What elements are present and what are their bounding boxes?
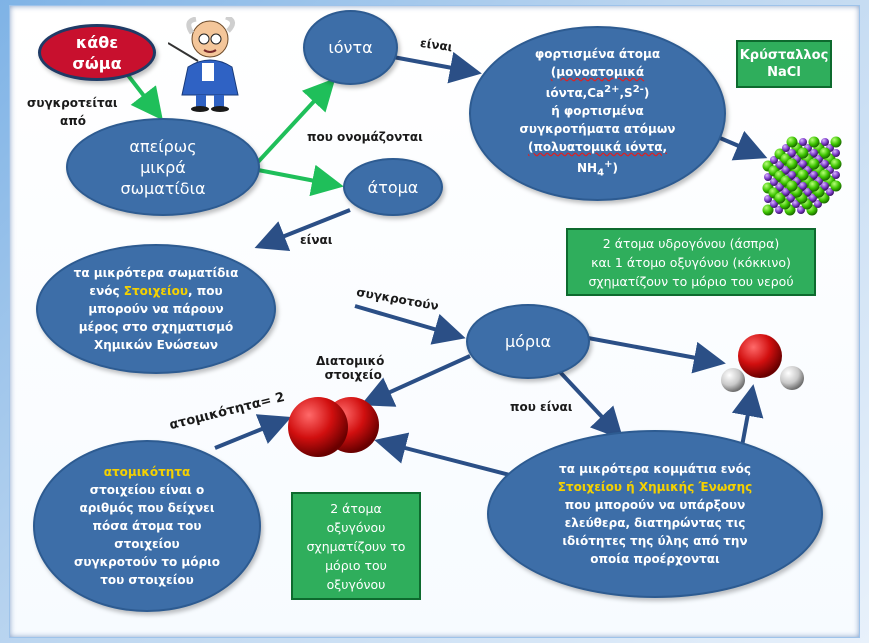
sodium-sphere [804,188,812,196]
professor-cartoon [167,14,246,112]
sodium-sphere [764,195,772,203]
sodium-sphere [788,171,796,179]
chloride-sphere [808,158,820,170]
chloride-sphere [797,169,809,181]
label-diatomiko: Διατομικό στοιχείο [316,354,385,382]
chloride-sphere [808,136,820,148]
chloride-sphere [786,180,798,192]
sodium-sphere [832,149,840,157]
chloride-sphere [830,136,842,148]
node-atomikotita: ατομικότητα στοιχείου είναι ο αριθμός πο… [33,440,261,612]
chloride-sphere [762,204,774,216]
sodium-sphere [787,194,795,202]
sodium-sphere [821,138,829,146]
sodium-sphere [776,183,784,191]
arrow-atomikotita-to-oxygen [214,414,292,450]
arrow-fortismena-to-crystal [719,130,768,161]
chloride-sphere [786,158,798,170]
sodium-sphere [799,160,807,168]
node-mikrotera-kommatia: τα μικρότερα κομμάτια ενός Στοιχείου ή Χ… [487,430,823,598]
chloride-sphere [774,192,786,204]
sodium-sphere [821,182,829,190]
label-pou-einai: που είναι [510,400,573,414]
sodium-sphere [814,200,822,208]
sodium-sphere [799,138,807,146]
arrow-moria-to-oxygen [360,354,471,407]
label-pou-onomazontai: που ονομάζονται [307,130,423,144]
node-fortismena-atoma: φορτισμένα άτομα (μονοατομικά ιόντα,Ca2+… [469,26,726,201]
sodium-sphere [776,161,784,169]
label-einai-atoma: είναι [300,233,333,247]
sodium-sphere [810,171,818,179]
arrow-moria-to-kommatia [558,370,624,440]
node-moria: μόρια [466,304,590,379]
chloride-sphere [786,136,798,148]
chloride-sphere [819,169,831,181]
sodium-sphere [797,206,805,214]
label-apo: από [60,114,86,128]
sodium-sphere [821,160,829,168]
sodium-sphere [832,171,840,179]
sodium-sphere [809,194,817,202]
arrow-atoma-to-mikrotera [254,208,351,251]
arrow-moria-to-water [587,336,726,374]
node-mikrotera-somatidia: τα μικρότερα σωματίδια ενός Στοιχείου, π… [36,244,276,374]
label-sygkroteitai: συγκροτείται [27,96,118,110]
sodium-sphere [764,173,772,181]
chloride-sphere [830,180,842,192]
nacl-crystal-image [762,136,842,216]
sodium-sphere [792,200,800,208]
chloride-sphere [830,158,842,170]
sodium-sphere [782,188,790,196]
sodium-sphere [770,156,778,164]
oxygen-molecule-image [288,397,379,457]
sodium-sphere [775,206,783,214]
arrow-apeiros-to-ionta [256,78,336,164]
sodium-sphere [782,166,790,174]
sodium-sphere [770,200,778,208]
sodium-sphere [788,149,796,157]
sodium-sphere [770,178,778,186]
chloride-sphere [819,147,831,159]
arrow-ionta-to-fortismena [392,51,482,84]
water-molecule-image [721,334,804,392]
arrow-mikrotera-to-moria [354,304,466,345]
sodium-sphere [826,188,834,196]
chloride-sphere [808,180,820,192]
sodium-sphere [810,149,818,157]
node-ionta: ιόντα [303,10,398,85]
chloride-sphere [797,147,809,159]
arrow-soma-to-apeiros [125,72,163,121]
sodium-sphere [799,182,807,190]
sodium-sphere [782,144,790,152]
box-water-description: 2 άτομα υδρογόνου (άσπρα)και 1 άτομο οξυ… [566,228,816,296]
arrow-apeiros-to-atoma [257,164,344,197]
node-atoma: άτομα [343,158,443,216]
